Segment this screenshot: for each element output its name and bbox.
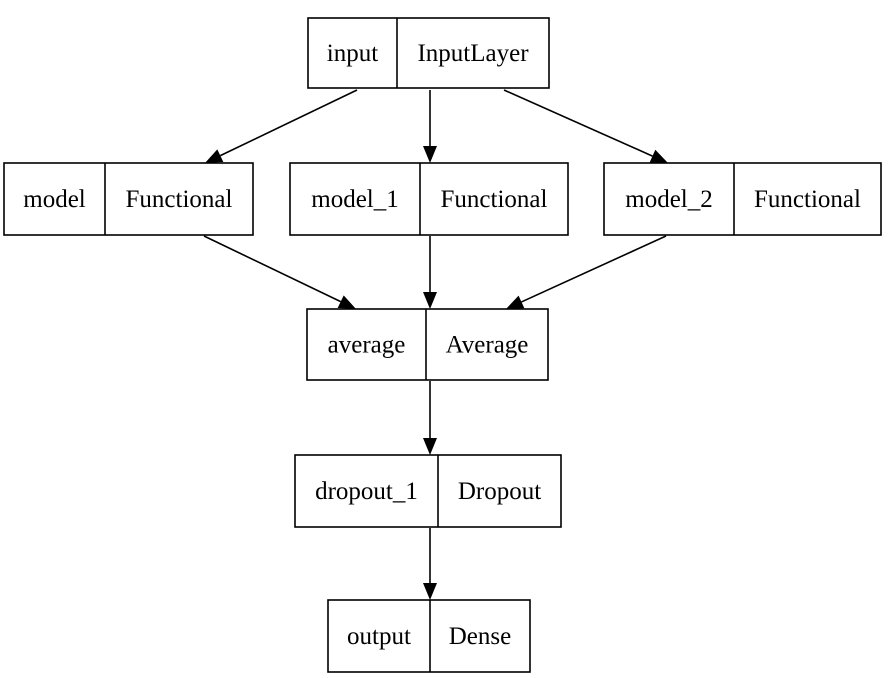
arrowhead-icon xyxy=(423,146,437,163)
node-border xyxy=(294,454,562,528)
edge-line xyxy=(219,89,358,157)
node-type: Dropout xyxy=(458,478,541,505)
edge-model-to-average xyxy=(203,235,356,309)
node-output: output Dense xyxy=(327,599,531,673)
node-dropout-1: dropout_1 Dropout xyxy=(294,454,562,528)
node-name: output xyxy=(347,623,411,650)
node-type: InputLayer xyxy=(417,40,529,67)
node-border xyxy=(603,162,882,236)
edge-average-to-dropout-1 xyxy=(423,381,437,455)
node-name: input xyxy=(327,40,378,67)
arrowhead-icon xyxy=(205,149,224,163)
node-type: Functional xyxy=(754,186,861,213)
node-border xyxy=(327,599,531,673)
node-type: Dense xyxy=(449,623,511,650)
edge-line xyxy=(203,235,342,303)
arrowhead-icon xyxy=(506,295,525,309)
edge-input-to-model-2 xyxy=(503,89,668,163)
node-model-2: model_2 Functional xyxy=(603,162,882,236)
edge-model-2-to-average xyxy=(506,235,667,309)
arrowhead-icon xyxy=(649,149,668,163)
edge-model-1-to-average xyxy=(423,236,437,309)
edge-dropout-1-to-output xyxy=(423,528,437,600)
arrowhead-icon xyxy=(423,438,437,455)
node-border xyxy=(307,17,550,89)
arrowhead-icon xyxy=(423,292,437,309)
node-name: model xyxy=(23,186,86,213)
node-border xyxy=(3,162,254,236)
node-border xyxy=(306,308,549,381)
arrowhead-icon xyxy=(337,295,356,309)
node-model: model Functional xyxy=(3,162,254,236)
edge-line xyxy=(503,89,653,157)
node-name: dropout_1 xyxy=(315,478,418,505)
edge-input-to-model xyxy=(205,89,358,163)
node-name: average xyxy=(328,332,406,359)
nodes: input InputLayer model Functional model_1 Fun… xyxy=(3,17,882,673)
node-name: model_2 xyxy=(625,186,713,213)
node-input: input InputLayer xyxy=(307,17,550,89)
node-model-1: model_1 Functional xyxy=(289,162,569,236)
node-type: Average xyxy=(446,332,529,359)
node-border xyxy=(289,162,569,236)
edge-line xyxy=(521,235,667,303)
arrowhead-icon xyxy=(423,583,437,600)
node-average: average Average xyxy=(306,308,549,381)
node-type: Functional xyxy=(441,186,548,213)
node-name: model_1 xyxy=(311,186,399,213)
edge-input-to-model-1 xyxy=(423,90,437,163)
node-type: Functional xyxy=(126,186,233,213)
edges xyxy=(203,89,668,600)
